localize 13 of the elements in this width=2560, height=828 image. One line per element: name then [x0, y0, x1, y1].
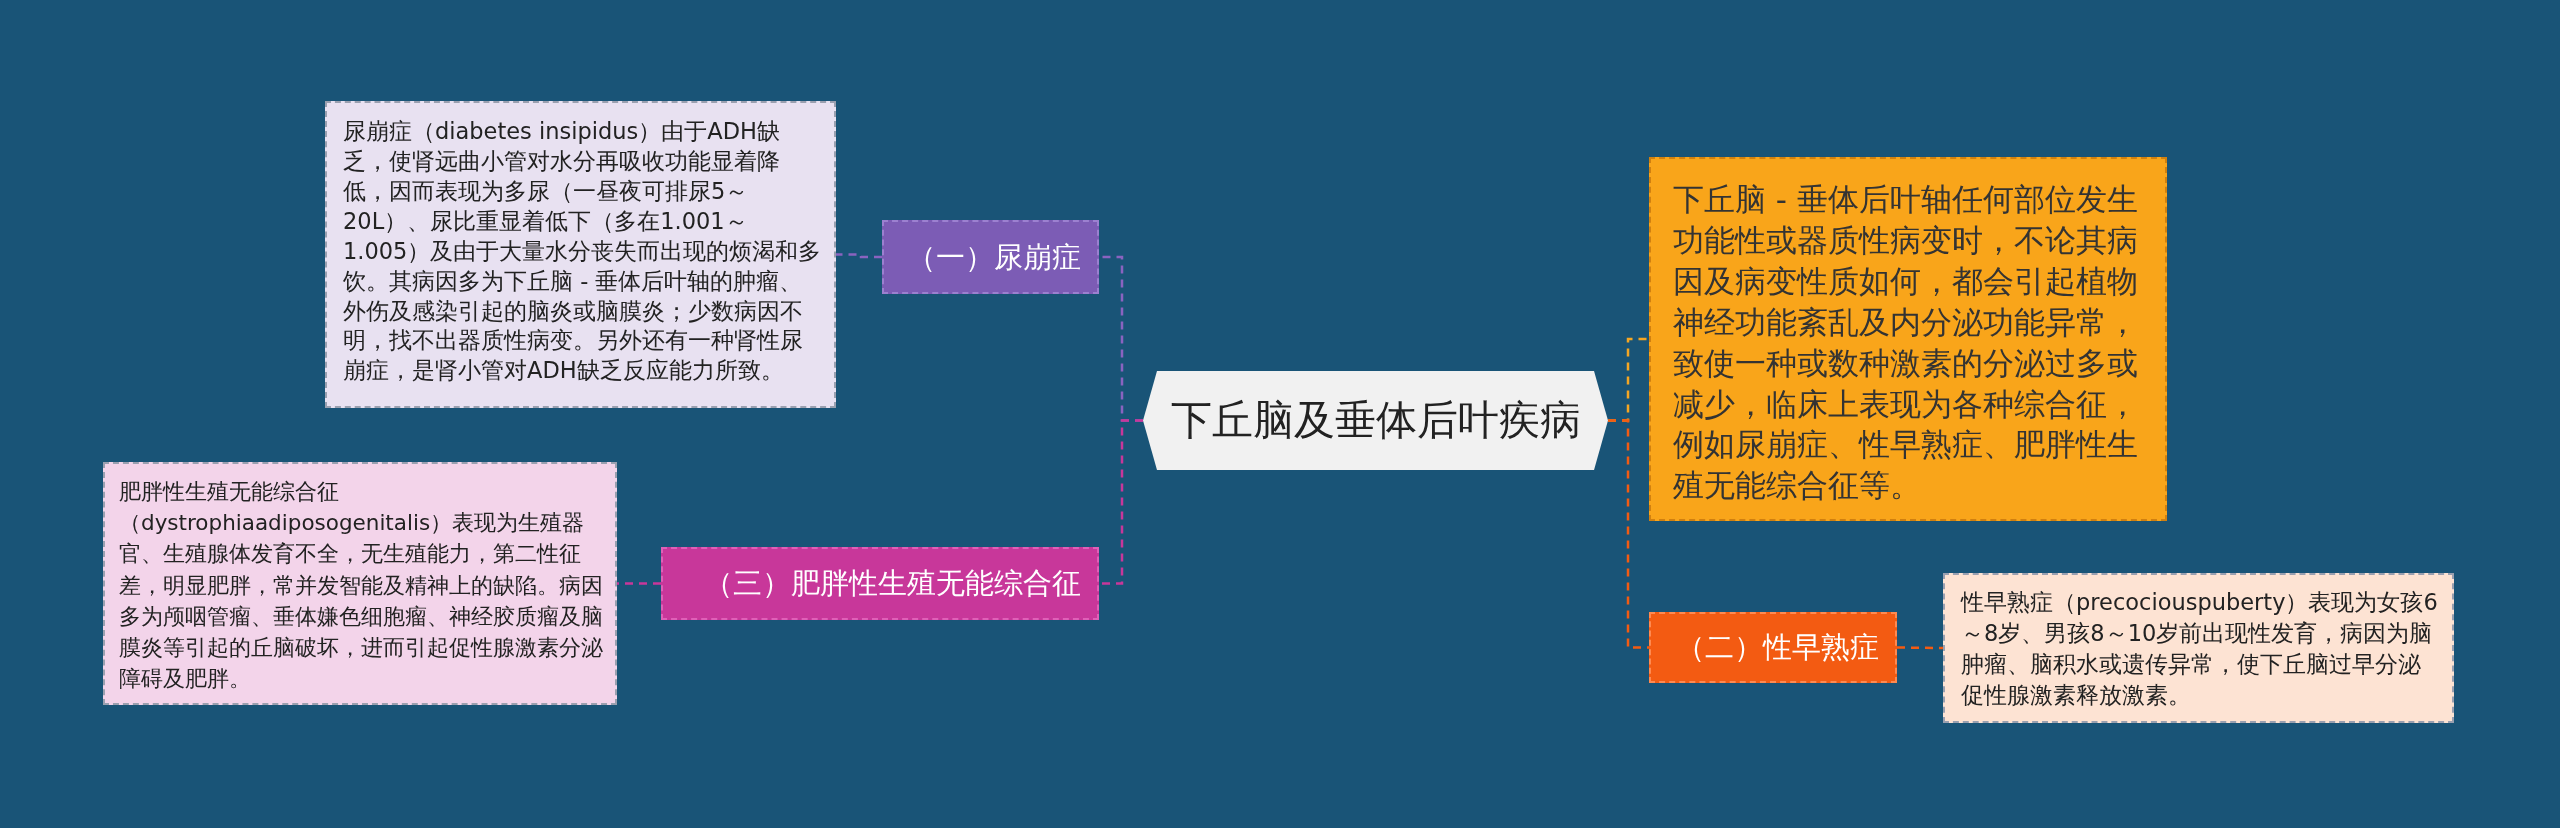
connector-line — [1099, 419, 1143, 585]
branch-box: （一）尿崩症 — [882, 220, 1099, 294]
description-box: 下丘脑 - 垂体后叶轴任何部位发生功能性或器质性病变时，不论其病因及病变性质如何，都会引起植物神经功能紊乱及内分泌功能异常，致使一种或数种激素的分泌过多或减少，临床上表现为各种综合征，例如尿崩症、性早熟症、肥胖性生殖无能综合征等。 — [1649, 157, 2167, 521]
description-box: 肥胖性生殖无能综合征（dystrophiaadiposogenitalis）表现为生殖器官、生殖腺体发育不全，无生殖能力，第二性征差，明显肥胖，常并发智能及精神上的缺陷。病因多为颅咽管瘤、垂体嫌色细胞瘤、神经胶质瘤及脑膜炎等引起的丘脑破坏，进而引起促性腺激素分泌障碍及肥胖。 — [103, 462, 617, 705]
branch-box: （二）性早熟症 — [1649, 612, 1897, 683]
branch-box: （三）肥胖性生殖无能综合征 — [661, 547, 1099, 620]
description-box: 尿崩症（diabetes insipidus）由于ADH缺乏，使肾远曲小管对水分再吸收功能显着降低，因而表现为多尿（一昼夜可排尿5～20L）、尿比重显着低下（多在1.001～1.005）及由于大量水分丧失而出现的烦渴和多饮。其病因多为下丘脑 - 垂体后叶轴的肿瘤、外伤及感染引起的脑炎或脑膜炎；少数病因不明，找不出器质性病变。另外还有一种肾性尿崩症，是肾小管对ADH缺乏反应能力所致。 — [325, 101, 836, 408]
connector-line — [1608, 419, 1649, 649]
connector-line — [617, 582, 661, 585]
connector-line — [836, 253, 882, 259]
central-topic: 下丘脑及垂体后叶疾病 — [1143, 371, 1608, 470]
connector-line — [1897, 646, 1943, 650]
description-box: 性早熟症（precociouspuberty）表现为女孩6～8岁、男孩8～10岁前出现性发育，病因为脑肿瘤、脑积水或遗传异常，使下丘脑过早分泌促性腺激素释放激素。 — [1943, 573, 2454, 723]
